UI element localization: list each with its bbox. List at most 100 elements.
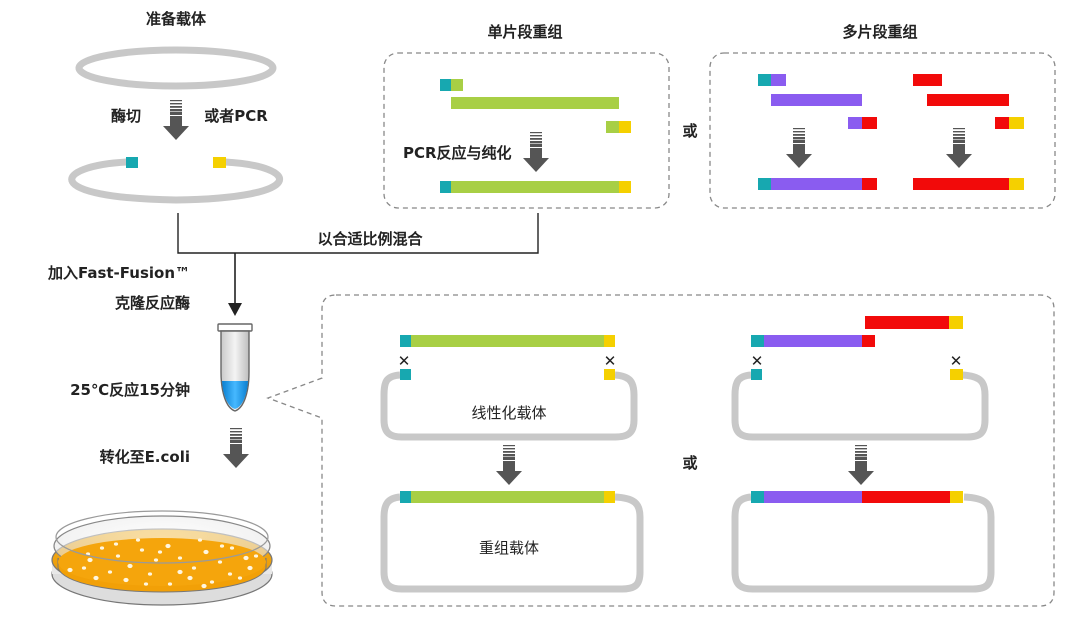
vector-end-yellow <box>213 157 226 168</box>
colony <box>115 554 121 558</box>
primer-purple-right <box>848 117 862 129</box>
colony <box>177 556 183 560</box>
colony <box>139 548 145 552</box>
recombinant-vector-label: 重组载体 <box>479 539 539 557</box>
insert-fragment-green <box>451 97 619 109</box>
colony <box>123 577 129 583</box>
pcr-purify-label: PCR反应与纯化 <box>403 144 512 162</box>
vector-teal-end <box>400 369 411 380</box>
primer-yellow-right <box>619 121 631 133</box>
colony <box>143 582 149 586</box>
rec-purple <box>764 491 862 503</box>
vector-yellow-end <box>604 369 615 380</box>
colony <box>209 580 215 584</box>
colony <box>153 558 159 562</box>
single-fragment-box <box>383 52 670 209</box>
cross-icon: ✕ <box>751 352 764 370</box>
colony <box>165 543 171 549</box>
add-enzyme-label-line2: 克隆反应酶 <box>115 294 190 312</box>
linearized-vector-ring <box>68 158 283 204</box>
product-a-teal <box>758 178 771 190</box>
colony <box>99 546 105 550</box>
recombinant-vector-left <box>380 493 644 593</box>
linear-vector-left <box>380 371 638 441</box>
down-arrow-icon <box>946 128 972 168</box>
vector-end-teal <box>126 157 138 168</box>
colony <box>135 538 141 542</box>
primer-teal <box>758 74 771 86</box>
colony <box>247 565 253 571</box>
pcr-product-green <box>451 181 619 193</box>
down-arrow-icon <box>223 428 249 468</box>
single-fragment-title: 单片段重组 <box>487 23 562 41</box>
colony <box>237 576 243 580</box>
rec-teal <box>400 491 411 503</box>
colony <box>219 544 225 548</box>
petri-dish-icon <box>51 510 273 606</box>
or-bottom-label: 或 <box>682 454 697 472</box>
colony <box>197 538 203 542</box>
vector-yellow-end <box>950 369 963 380</box>
primer-green-right <box>606 121 619 133</box>
bacterial-colonies <box>67 538 259 589</box>
mix-bracket <box>177 213 539 254</box>
rec-green <box>411 491 604 503</box>
pcr-product-teal <box>440 181 451 193</box>
down-arrow-icon <box>523 132 549 172</box>
insert-teal-end <box>400 335 411 347</box>
linear-vector-label: 线性化载体 <box>471 404 546 422</box>
primer-red-right <box>862 117 877 129</box>
rec-yellow <box>950 491 963 503</box>
mix-arrow-head-icon <box>228 303 242 316</box>
mix-ratio-label: 以合适比例混合 <box>317 230 423 248</box>
colony <box>229 546 235 550</box>
colony <box>81 566 87 570</box>
down-arrow-icon <box>163 100 189 140</box>
reaction-tube-icon <box>217 323 253 412</box>
colony <box>167 582 173 586</box>
insert-purple-red-end <box>862 335 875 347</box>
primer-green <box>451 79 463 91</box>
primer-red <box>913 74 942 86</box>
colony <box>203 549 209 555</box>
primer-yellow-right <box>1009 117 1024 129</box>
rec-yellow <box>604 491 615 503</box>
product-a-red <box>862 178 877 190</box>
circular-vector-ring <box>75 46 277 90</box>
colony <box>243 555 249 561</box>
down-arrow-icon <box>786 128 812 168</box>
primer-red-right <box>995 117 1009 129</box>
prepare-vector-label: 准备载体 <box>146 10 207 28</box>
or-pcr-label: 或者PCR <box>204 107 268 125</box>
primer-teal <box>440 79 451 91</box>
colony <box>87 557 93 563</box>
colony <box>127 563 133 569</box>
insert-red <box>865 316 949 329</box>
colony <box>147 572 153 576</box>
reaction-condition-label: 25℃反应15分钟 <box>70 381 190 399</box>
insert-purple <box>764 335 862 347</box>
vector-teal-end <box>751 369 762 380</box>
cross-icon: ✕ <box>604 352 617 370</box>
colony <box>93 575 99 581</box>
transform-label: 转化至E.coli <box>100 448 190 466</box>
recombinant-vector-right <box>731 493 995 593</box>
colony <box>107 570 113 574</box>
down-arrow-icon <box>848 445 874 485</box>
rec-red <box>862 491 950 503</box>
colony <box>201 583 207 589</box>
primer-purple <box>771 74 786 86</box>
insert-red-yellow-end <box>949 316 963 329</box>
insert-green <box>411 335 604 347</box>
colony <box>253 554 259 558</box>
cross-icon: ✕ <box>398 352 411 370</box>
digest-label: 酶切 <box>111 107 141 125</box>
insert-yellow-end <box>604 335 615 347</box>
colony <box>157 550 163 554</box>
down-arrow-icon <box>496 445 522 485</box>
colony <box>217 560 223 564</box>
insert-fragment-red <box>927 94 1009 106</box>
or-top-label: 或 <box>682 122 697 140</box>
